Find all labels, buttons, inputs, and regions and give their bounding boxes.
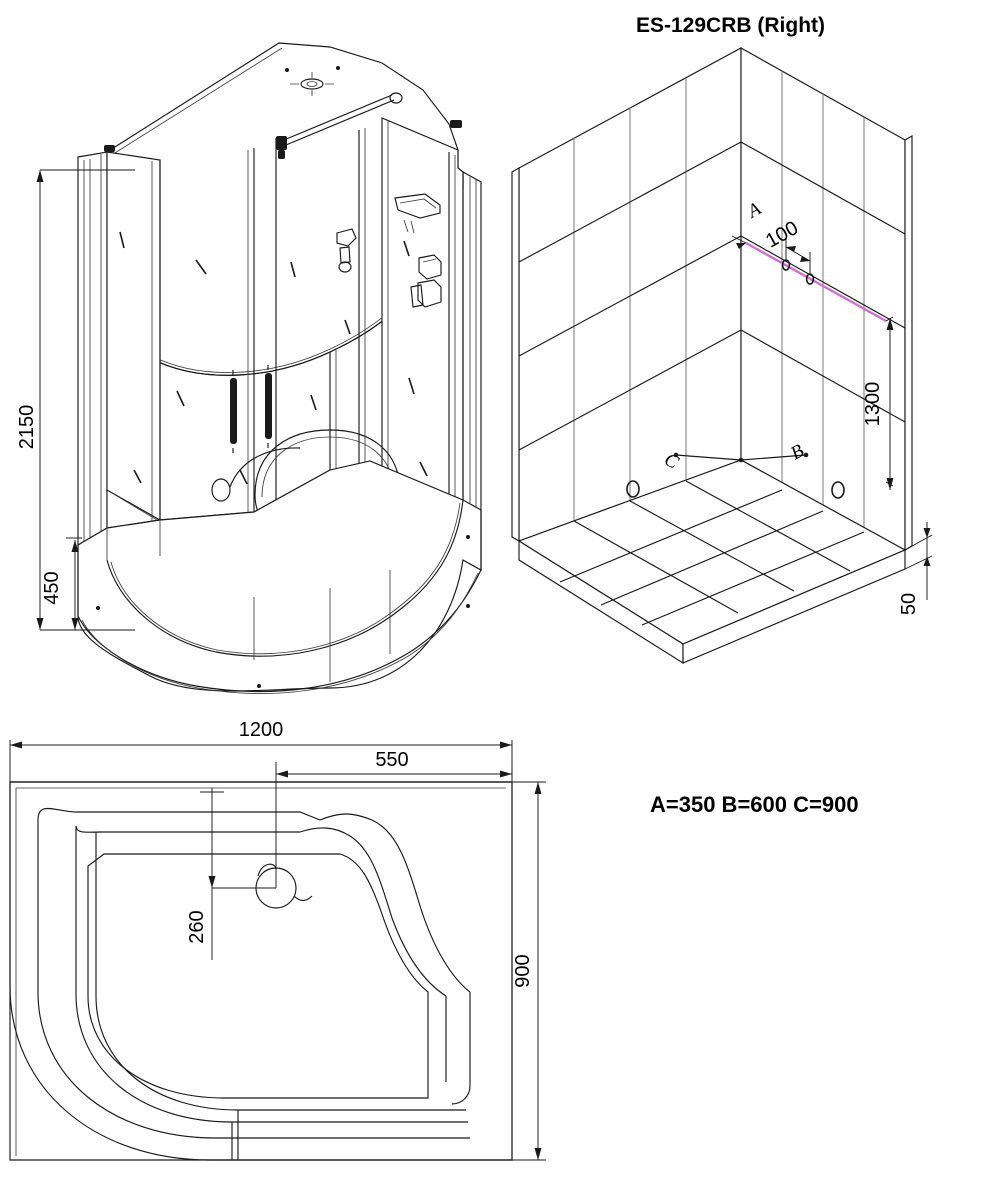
overhead-shower-rail [276,92,403,159]
wall-rough-in-view: A B C 100 1300 [511,47,933,665]
right-wall-tile-joints-vertical [781,71,865,528]
base-tray-skirt [77,460,482,692]
tray-right-contour-outer [319,813,471,993]
dimension-label-260: 260 [186,910,208,943]
floor-tile-joints [559,480,865,626]
dimension-height-2150: 2150 [16,169,135,631]
leader-C [675,454,742,461]
page-title: ES-129CRB (Right) [636,14,825,37]
outlet-C-marker [626,480,640,498]
dimension-550: 550 [275,749,513,888]
right-wall-edge [904,135,913,551]
isometric-cabin-view: 2150 450 [16,42,482,694]
mixer-valve [410,254,442,308]
dimension-1200: 1200 [9,719,513,782]
plan-tray-view: 1200 550 260 [9,719,546,1161]
dimension-1300: 1300 [862,316,894,490]
dimension-900: 900 [512,781,546,1161]
tray-bounding-box [9,781,513,1161]
dimension-label-2150: 2150 [16,405,38,450]
dimension-label-550: 550 [375,749,408,771]
tray-outer-profile [9,781,513,1161]
tray-right-contour-mid [299,827,447,997]
outlet-B-marker [831,481,845,499]
dimension-label-900: 900 [512,954,534,987]
left-wall-tile-joints-vertical [573,78,687,522]
dimension-260: 260 [186,788,276,960]
door-handle-right [265,365,272,448]
dimension-label-1200: 1200 [239,719,284,741]
dimension-height-450: 450 [41,537,82,630]
roof-bracket-right [450,120,462,128]
left-wall-tile-joints-horizontal [518,141,742,451]
dimension-label-1300: 1300 [862,382,884,427]
tray-inner-bowl [87,853,429,1099]
left-wall-edge [511,167,520,542]
supply-line-accent [745,241,887,323]
panel-left-frame [77,151,108,547]
door-handle-left [230,370,237,453]
leader-B [740,454,807,461]
tray-right-edge [451,992,471,1105]
roof-bracket-left [104,145,115,152]
shower-shelf [394,193,441,234]
dimension-label-450: 450 [41,571,63,604]
dimension-label-50: 50 [898,593,920,615]
tray-rim-band-2 [75,826,468,1123]
drain-outlet [255,863,313,909]
dimension-50: 50 [898,522,933,615]
legend-abc: A=350 B=600 C=900 [650,792,859,817]
hand-shower-holder [336,228,357,273]
tray-rim-band-1 [37,820,470,1139]
right-wall-tile-joints-horizontal [740,141,906,423]
tray-rim-band-3 [95,832,466,1111]
ceiling-light-fitting [285,66,340,96]
